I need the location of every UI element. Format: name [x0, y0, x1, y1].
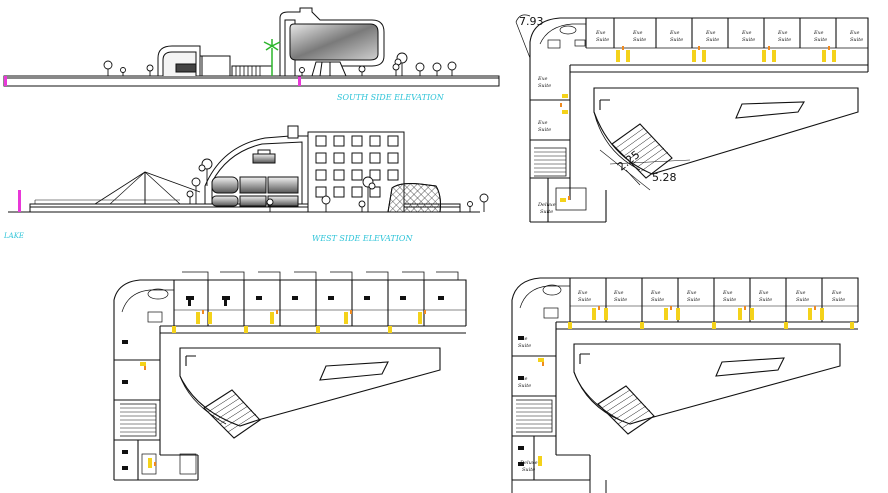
svg-text:Suite: Suite — [687, 297, 700, 303]
svg-text:Exe: Exe — [686, 290, 696, 296]
svg-text:Exe: Exe — [795, 290, 805, 296]
dimension-right: 5.28 — [652, 171, 677, 184]
south-elevation-trees — [103, 52, 457, 76]
svg-text:Exe: Exe — [517, 336, 527, 342]
svg-text:Exe: Exe — [650, 290, 660, 296]
svg-text:Suite: Suite — [596, 37, 609, 43]
svg-text:Exe: Exe — [758, 290, 768, 296]
svg-text:Suite: Suite — [850, 37, 863, 43]
svg-text:Exe: Exe — [722, 290, 732, 296]
south-elevation — [3, 7, 500, 87]
svg-text:Suite: Suite — [796, 297, 809, 303]
svg-text:Exe: Exe — [831, 290, 841, 296]
svg-text:Suite: Suite — [651, 297, 664, 303]
svg-text:Exe: Exe — [705, 30, 715, 36]
svg-text:Suite: Suite — [759, 297, 772, 303]
west-elevation-label: WEST SIDE ELEVATION — [312, 234, 413, 243]
west-elevation — [8, 125, 480, 213]
svg-text:Deluxe: Deluxe — [519, 460, 538, 466]
lake-label: LAKE — [3, 232, 24, 240]
svg-text:Exe: Exe — [741, 30, 751, 36]
svg-text:Suite: Suite — [538, 83, 551, 89]
svg-text:Suite: Suite — [540, 209, 553, 215]
svg-text:Exe: Exe — [777, 30, 787, 36]
svg-text:Exe: Exe — [669, 30, 679, 36]
svg-text:Suite: Suite — [614, 297, 627, 303]
svg-text:Suite: Suite — [538, 127, 551, 133]
svg-text:Suite: Suite — [778, 37, 791, 43]
svg-text:Exe: Exe — [632, 30, 642, 36]
svg-text:Suite: Suite — [723, 297, 736, 303]
svg-text:Suite: Suite — [518, 343, 531, 349]
south-elevation-label: SOUTH SIDE ELEVATION — [337, 93, 445, 102]
svg-text:Exe: Exe — [517, 376, 527, 382]
dimension-top-left: 7.93 — [519, 15, 544, 28]
svg-text:Suite: Suite — [706, 37, 719, 43]
svg-text:Exe: Exe — [537, 76, 547, 82]
svg-text:Suite: Suite — [832, 297, 845, 303]
svg-text:Suite: Suite — [814, 37, 827, 43]
svg-text:Exe: Exe — [849, 30, 859, 36]
svg-text:Exe: Exe — [537, 120, 547, 126]
svg-text:Suite: Suite — [670, 37, 683, 43]
svg-text:Suite: Suite — [522, 467, 535, 473]
floor-plan-b — [113, 271, 467, 481]
svg-text:Suite: Suite — [742, 37, 755, 43]
svg-text:Suite: Suite — [518, 383, 531, 389]
svg-text:Deluxe: Deluxe — [537, 202, 556, 208]
west-elevation-trees — [186, 158, 489, 212]
svg-text:Exe: Exe — [613, 290, 623, 296]
svg-text:Exe: Exe — [577, 290, 587, 296]
svg-text:Suite: Suite — [633, 37, 646, 43]
svg-text:Exe: Exe — [813, 30, 823, 36]
svg-text:Suite: Suite — [578, 297, 591, 303]
svg-text:Exe: Exe — [595, 30, 605, 36]
